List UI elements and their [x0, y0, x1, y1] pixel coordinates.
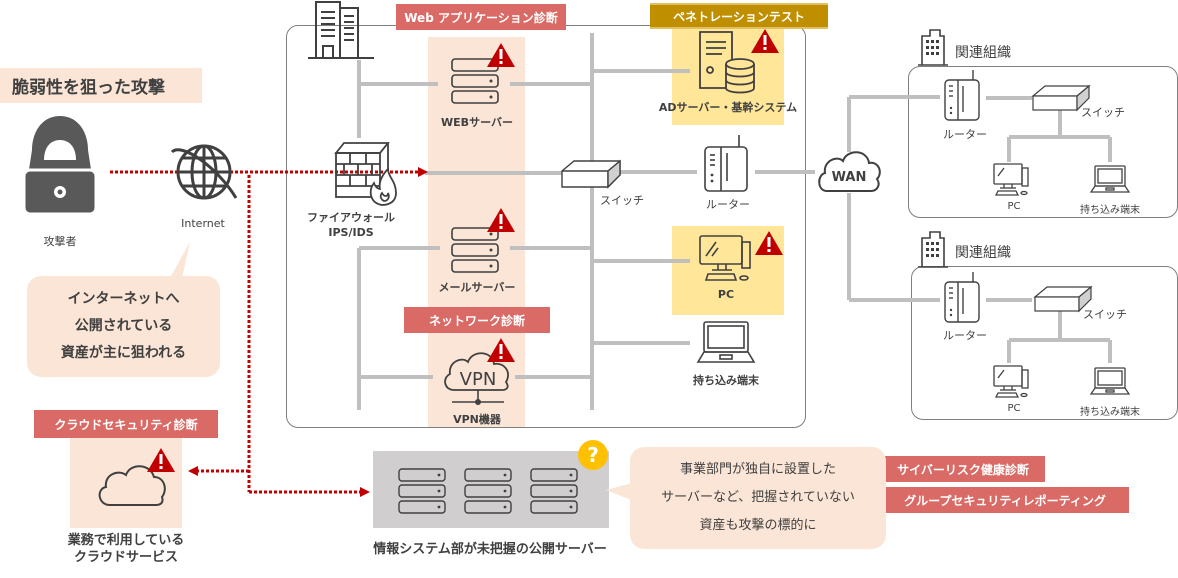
pc-label: PC — [717, 288, 735, 301]
callout-line: 事業部門が独自に設置した — [679, 462, 836, 477]
switch-icon — [1033, 285, 1093, 313]
callout-line: 資産が主に狙われる — [60, 345, 187, 361]
firewall-label-line2: IPS/IDS — [328, 226, 374, 239]
cloud-service-label-line1: 業務で利用している — [67, 533, 185, 548]
unmanaged-servers-box — [373, 451, 609, 528]
question-mark-icon: ? — [587, 443, 599, 467]
alert-icon — [487, 43, 515, 67]
vpn-cloud-icon: VPN — [444, 352, 509, 405]
web-server-label: WEBサーバー — [441, 116, 513, 129]
affiliate-building-icon — [918, 231, 948, 268]
affiliate-switch-label: スイッチ — [1081, 106, 1125, 119]
affiliate-title: 関連組織 — [955, 45, 1011, 61]
alert-icon — [487, 208, 515, 232]
attacker-label: 攻撃者 — [43, 235, 77, 248]
ad-server-label: ADサーバー・基幹システム — [658, 101, 798, 114]
affiliate-router-label: ルーター — [943, 329, 987, 342]
wan-label: WAN — [832, 170, 867, 185]
router-icon — [704, 135, 748, 192]
vpn-glyph: VPN — [460, 369, 497, 390]
diagram-title-text: 脆弱性を狙った攻撃 — [12, 78, 165, 98]
laptop-icon — [1090, 367, 1130, 395]
wan-cloud-icon: WAN — [818, 151, 881, 192]
affiliate-laptop-label: 持ち込み端末 — [1080, 407, 1140, 418]
desktop-pc-icon — [993, 365, 1029, 398]
affiliate-pc-label: PC — [1007, 403, 1021, 414]
callout-line: インターネットへ — [67, 291, 180, 307]
attack-arrow-cloud — [188, 466, 198, 476]
tag-cloud-security: クラウドセキュリティ診断 — [34, 410, 218, 438]
laptop-icon — [1090, 165, 1130, 193]
callout-internet-assets: インターネットへ 公開されている 資産が主に狙われる — [27, 276, 220, 377]
headquarters-building-icon — [308, 1, 374, 59]
affiliate-pc-label: PC — [1007, 201, 1021, 212]
tag-penetration-test: ペネトレーションテスト — [650, 3, 828, 29]
laptop-label: 持ち込み端末 — [693, 374, 759, 387]
attacker-icon — [22, 116, 98, 216]
tag-cyber-risk-health: サイバーリスク健康診断 — [881, 456, 1045, 482]
switch-icon — [561, 159, 621, 189]
unmanaged-servers-label: 情報システム部が未把握の公開サーバー — [373, 542, 607, 557]
affiliate-router-label: ルーター — [943, 128, 987, 141]
alert-icon — [487, 338, 515, 362]
vpn-label: VPN機器 — [453, 413, 501, 426]
callout-unmanaged-assets: 事業部門が独自に設置した サーバーなど、把握されていない 資産も攻撃の標的に — [630, 447, 886, 549]
affiliate-switch-label: スイッチ — [1083, 308, 1127, 321]
firewall-label-line1: ファイアウォール — [307, 211, 395, 224]
callout-line: 公開されている — [74, 318, 173, 334]
cloud-service-label: 業務で利用している クラウドサービス — [36, 532, 216, 566]
ad-server-database-icon — [699, 31, 755, 94]
alert-icon — [147, 448, 175, 472]
alert-icon — [751, 29, 779, 53]
desktop-pc-icon — [993, 163, 1029, 196]
laptop-icon — [696, 321, 756, 363]
tag-network-diagnosis: ネットワーク診断 — [404, 307, 550, 333]
mail-server-label: メールサーバー — [438, 281, 516, 294]
cloud-service-icon — [98, 465, 166, 506]
router-label: ルーター — [706, 198, 750, 211]
diagram-title: 脆弱性を狙った攻撃 — [0, 68, 202, 103]
desktop-pc-icon — [699, 235, 751, 281]
firewall-icon — [334, 142, 397, 206]
question-badge: ? — [578, 440, 608, 470]
switch-label: スイッチ — [600, 194, 644, 207]
firewall-label: ファイアウォール IPS/IDS — [306, 210, 396, 240]
mail-server-icon — [451, 227, 499, 273]
affiliate-laptop-label: 持ち込み端末 — [1080, 205, 1140, 216]
router-icon — [944, 70, 980, 121]
alert-icon — [755, 231, 783, 255]
cloud-service-label-line2: クラウドサービス — [73, 550, 178, 565]
attack-arrow-unmanaged — [360, 487, 370, 497]
internet-globe-icon — [170, 144, 238, 200]
callout-tail — [606, 482, 636, 502]
callout-line: 資産も攻撃の標的に — [699, 518, 817, 533]
callout-line: サーバーなど、把握されていない — [661, 490, 855, 505]
router-icon — [944, 272, 980, 323]
affiliate-building-icon — [918, 29, 948, 66]
attack-arrow-firewall — [418, 167, 428, 177]
tag-web-app-diagnosis: Web アプリケーション診断 — [396, 4, 566, 30]
affiliate-title: 関連組織 — [955, 245, 1011, 261]
callout-tail — [170, 242, 190, 278]
tag-group-security-reporting: グループセキュリティレポーティング — [881, 487, 1129, 513]
switch-icon — [1031, 84, 1091, 112]
unmanaged-server-rack-icon — [398, 468, 578, 514]
internet-label: Internet — [181, 217, 225, 230]
